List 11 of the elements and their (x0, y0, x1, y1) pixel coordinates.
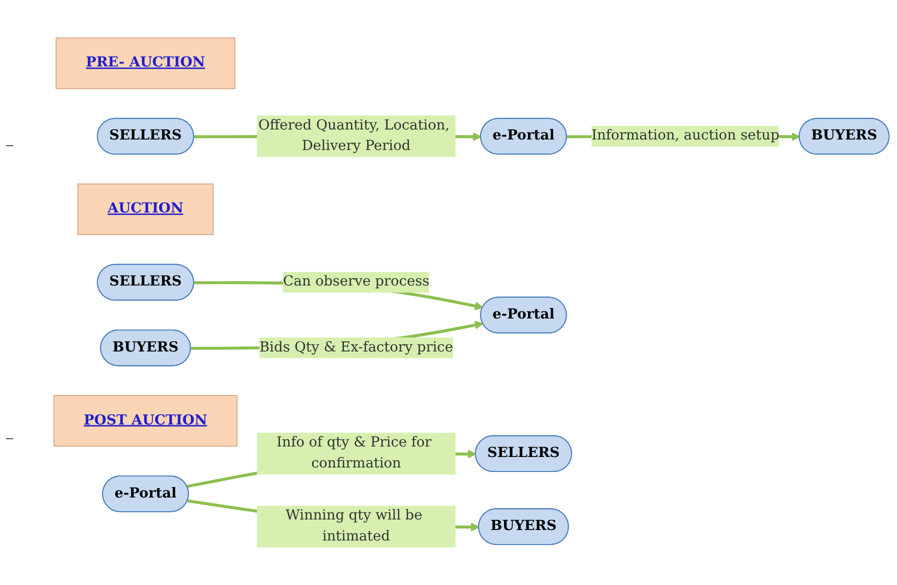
edge-label: Winning qty will be intimated (286, 508, 422, 544)
edge-label: Offered Quantity, Location, Delivery Period (258, 117, 450, 154)
dash-mark: – (6, 430, 14, 447)
node-box: PRE- AUCTION (56, 37, 236, 89)
edge-label: Can observe process (283, 274, 430, 290)
node-box: POST AUCTION (53, 394, 238, 446)
node-box: AUCTION (77, 183, 214, 235)
edge-label: Bids Qty & Ex-factory price (259, 339, 454, 356)
dash-mark: – (6, 138, 14, 154)
edge-label: Information, auction setup (591, 128, 780, 144)
edge-label: Info of qty & Price for confirmation (276, 434, 432, 472)
